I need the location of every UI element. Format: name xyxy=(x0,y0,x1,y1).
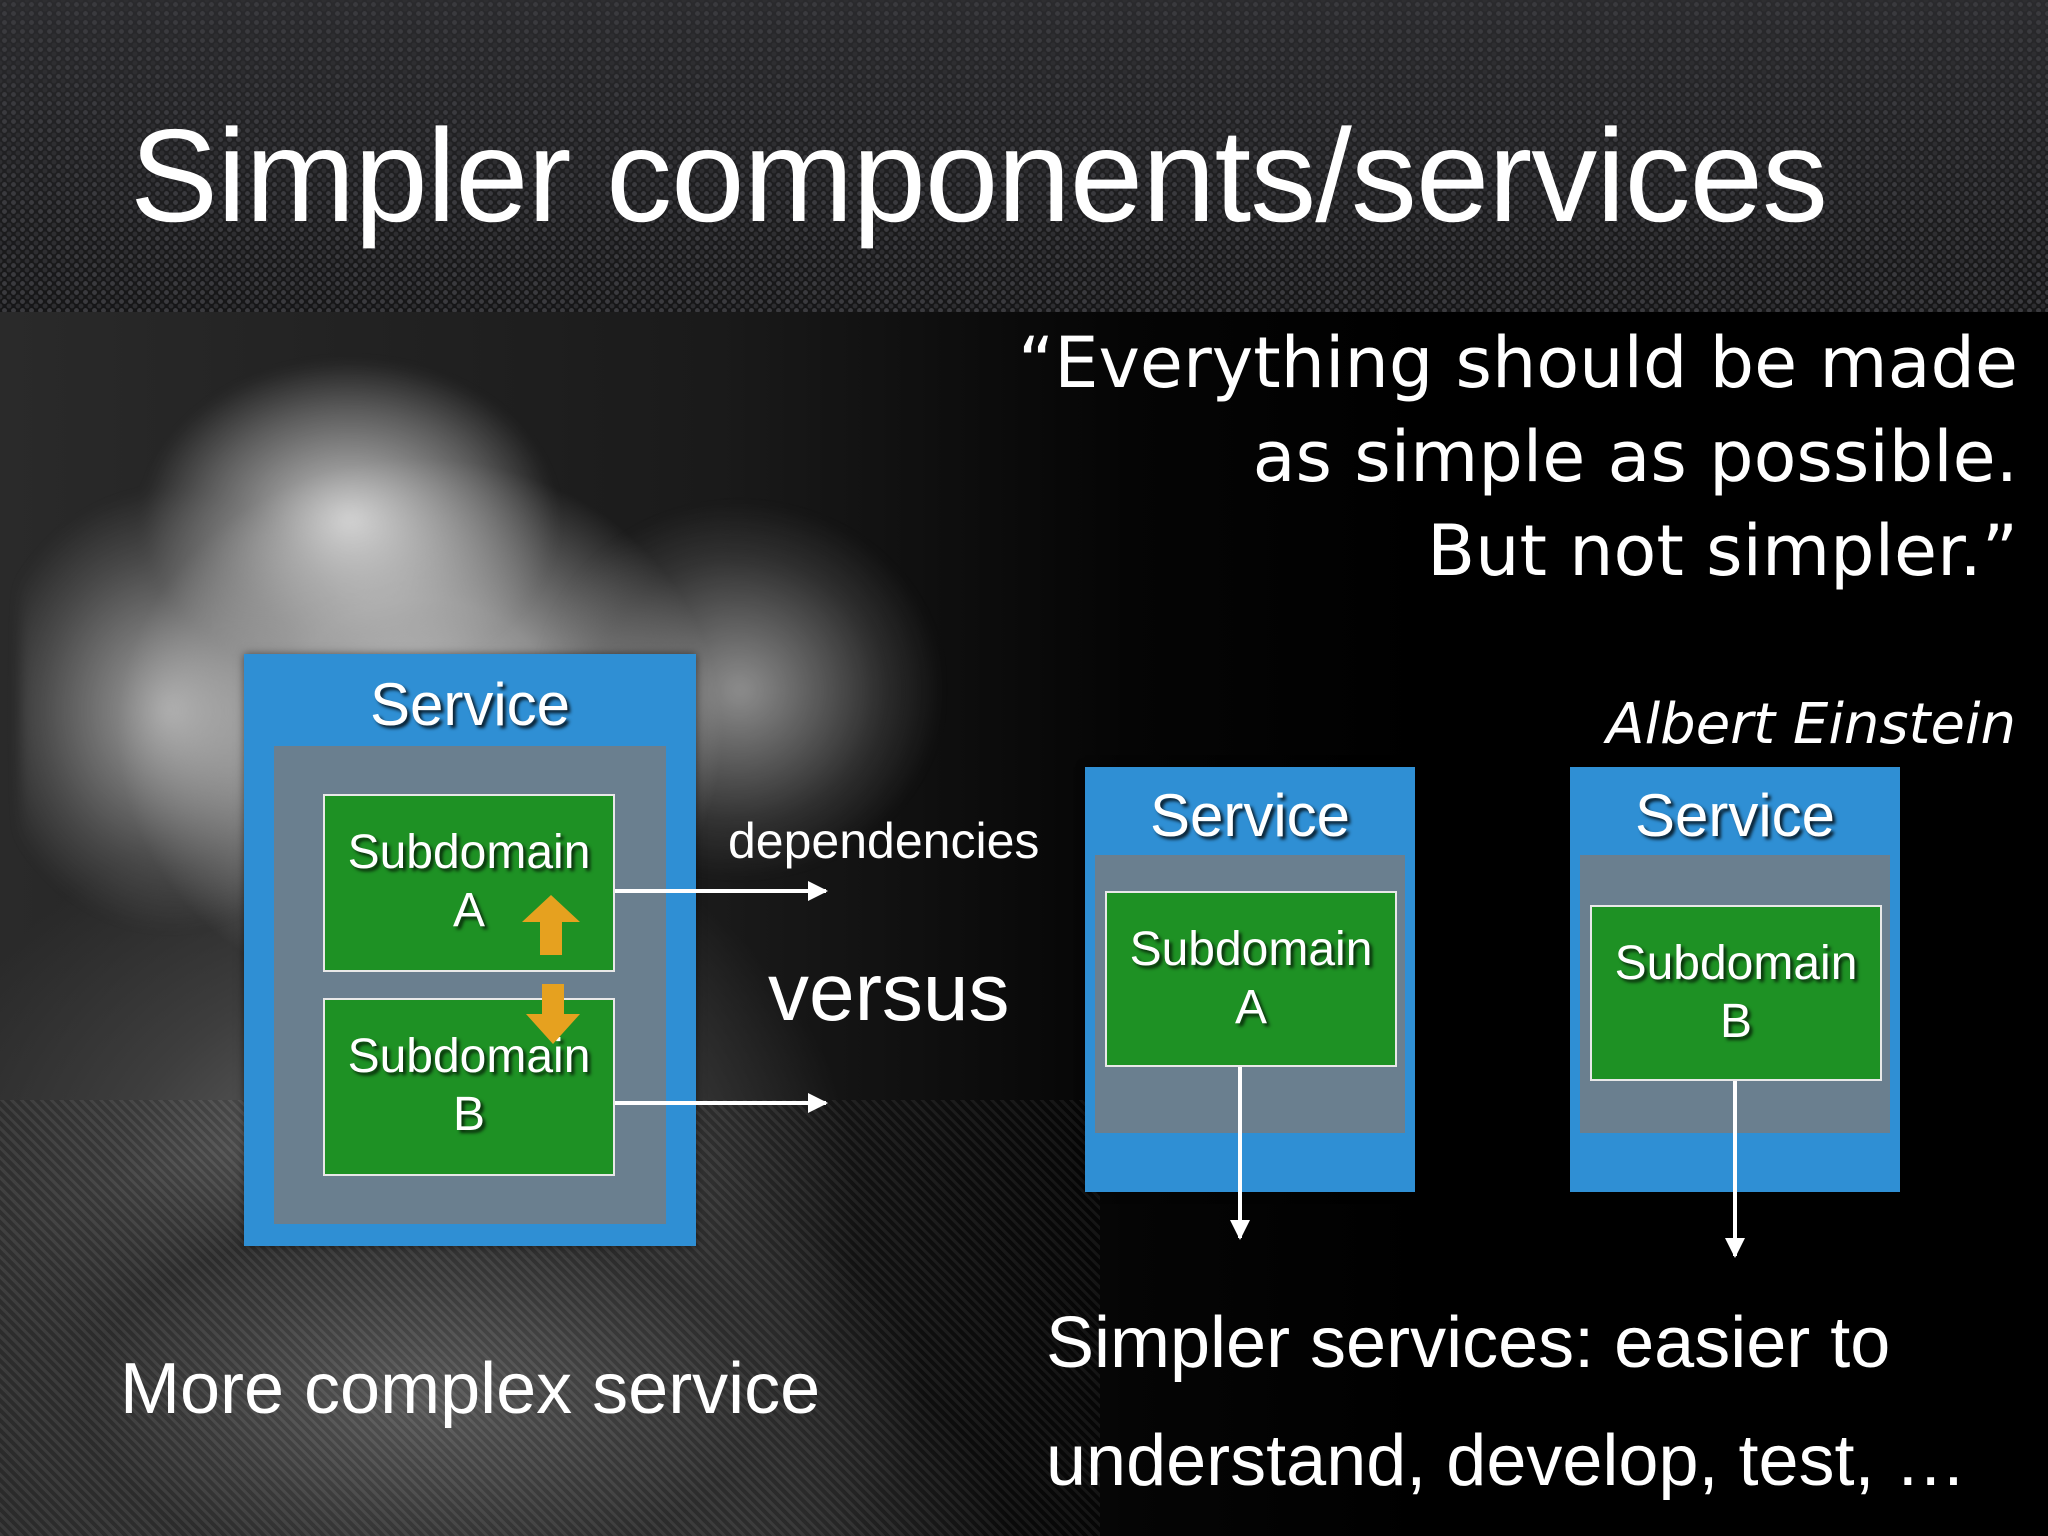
subdomain-b-box: Subdomain B xyxy=(323,998,615,1176)
subdomain-label: Subdomain xyxy=(1129,923,1373,976)
subdomain-label: Subdomain xyxy=(347,1030,591,1083)
quote-line-2: as simple as possible. xyxy=(1252,416,2018,498)
complex-service-caption: More complex service xyxy=(120,1349,821,1429)
service-label: Service xyxy=(1634,782,1836,849)
subdomain-a-box: Subdomain A xyxy=(1105,891,1397,1067)
simple-caption-line-2: understand, develop, test, … xyxy=(1046,1421,1967,1501)
service-label: Service xyxy=(1149,782,1351,849)
subdomain-letter: B xyxy=(1719,995,1752,1048)
quote-line-1: “Everything should be made xyxy=(1018,322,2018,404)
subdomain-a-box: Subdomain A xyxy=(323,794,615,972)
subdomain-letter: A xyxy=(452,884,485,937)
simple-caption-line-1: Simpler services: easier to xyxy=(1046,1303,1891,1383)
dependencies-label: dependencies xyxy=(728,813,1040,869)
title-bar: Simpler components/services xyxy=(0,0,2048,312)
quote-author: Albert Einstein xyxy=(1606,692,2016,757)
subdomain-letter: B xyxy=(452,1088,485,1141)
versus-label: versus xyxy=(768,947,1010,1038)
quote-line-3: But not simpler.” xyxy=(1427,510,2018,592)
subdomain-label: Subdomain xyxy=(347,826,591,879)
subdomain-label: Subdomain xyxy=(1614,937,1858,990)
subdomain-letter: A xyxy=(1234,981,1267,1034)
slide-title: Simpler components/services xyxy=(130,102,1828,249)
subdomain-b-box: Subdomain B xyxy=(1590,905,1882,1081)
service-label: Service xyxy=(369,671,571,738)
